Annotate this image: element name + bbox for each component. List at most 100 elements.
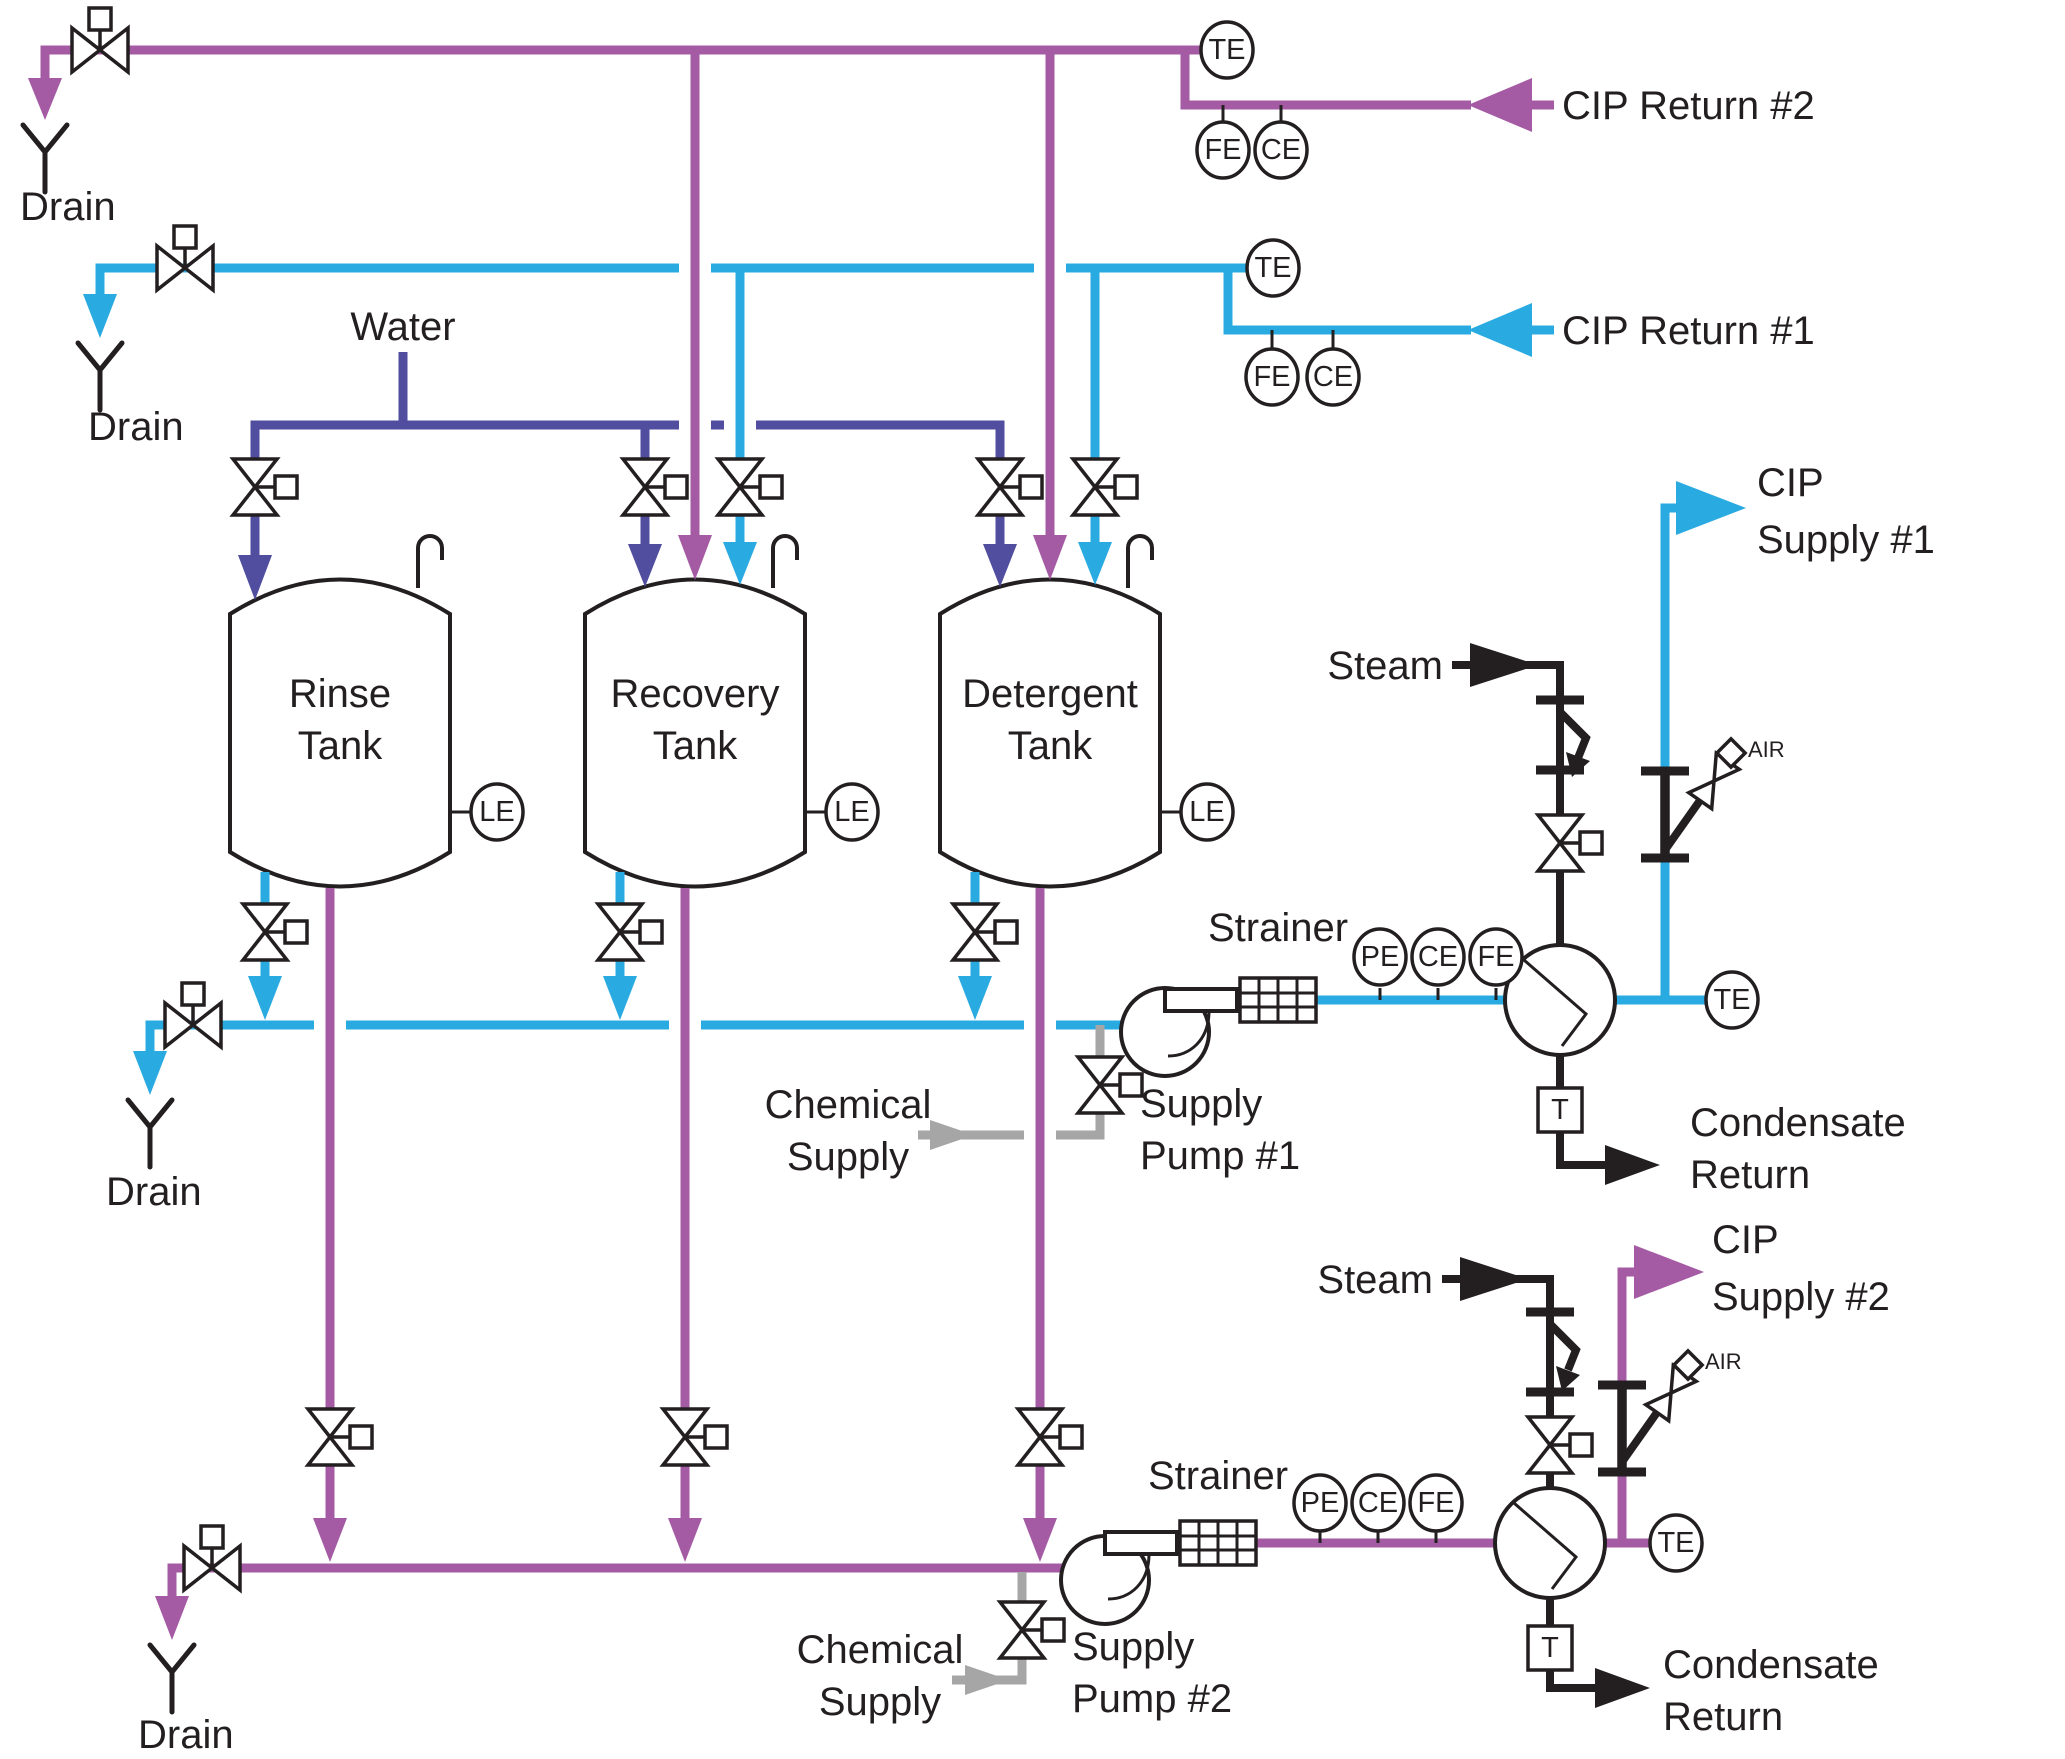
strainer-1-label: Strainer (1208, 906, 1348, 950)
steam2-flange-icon (1526, 1307, 1574, 1317)
suction-manifold-blue (133, 872, 1124, 1095)
rinse-tank-label: Tank (298, 724, 383, 768)
instrument-label: FE (1204, 134, 1241, 166)
chem2-valve-icon (998, 1600, 1066, 1660)
return2-stubs (1221, 105, 1283, 122)
cip-supply1-riser (1660, 503, 1678, 1000)
drain-middle-icon (128, 1100, 172, 1167)
pump-2-label: Supply (1072, 1625, 1194, 1669)
instrument-stubs (450, 105, 1498, 1543)
drain-label: Drain (20, 185, 116, 229)
detergent-outlet-arrow (958, 976, 992, 1020)
return2-drain-arrow (28, 78, 62, 120)
instrument-fe: FE (1195, 120, 1251, 180)
air2-branch (1618, 1408, 1662, 1465)
recovery-tank-label: Tank (653, 724, 738, 768)
rinse-tank-label: Rinse (289, 672, 391, 716)
return2-inflow-arrow (1468, 78, 1532, 132)
instrument-pe: PE (1292, 1473, 1348, 1533)
instrument-label: CE (1261, 134, 1301, 166)
instrument-ce: CE (1253, 120, 1309, 180)
instrument-ce: CE (1410, 927, 1466, 987)
supply1-flange-icon (1641, 766, 1689, 776)
water-valve-rinse-icon (231, 457, 299, 517)
instrument-label: LE (479, 796, 514, 828)
recovery-outlet-arrow (603, 976, 637, 1020)
instrument-le: LE (469, 782, 525, 842)
instrument-fe: FE (1468, 927, 1524, 987)
supply1-flange-icon (1641, 853, 1689, 863)
instrument-fe: FE (1408, 1473, 1464, 1533)
steam-1-label: Steam (1327, 644, 1443, 688)
drain-label: Drain (138, 1713, 234, 1757)
rinse-transfer-valve-icon (306, 1407, 374, 1467)
drain-label: Drain (88, 405, 184, 449)
instrument-label: CE (1313, 361, 1353, 393)
steam2-valve-icon (1526, 1415, 1594, 1475)
instrument-label: LE (834, 796, 869, 828)
strainers (1178, 976, 1318, 1567)
strainer-2-icon (1178, 1519, 1258, 1567)
strainer-1-icon (1238, 976, 1318, 1024)
condensate2-pipe (1546, 1598, 1595, 1692)
pumps (1059, 986, 1239, 1626)
detergent-tank-label: Detergent (962, 672, 1138, 716)
supply2-flange-icon (1598, 1380, 1646, 1390)
return2-arrow-detergent (1033, 535, 1067, 580)
steam2-branch-arrow (1556, 1366, 1580, 1391)
supply-pump-1-discharge (1163, 987, 1239, 1013)
pump-1-label: Supply (1140, 1082, 1262, 1126)
chemical-1-label: Chemical (765, 1083, 932, 1127)
return1-arrow-recovery (723, 542, 757, 585)
recovery-tank-vent-icon (771, 534, 799, 590)
air2-diamond-icon (1671, 1348, 1705, 1382)
suction2-manifold (167, 1563, 1066, 1598)
chem1-valve-icon (1076, 1055, 1144, 1115)
chem1-line-b (1056, 1025, 1105, 1140)
instrument-fe: FE (1244, 347, 1300, 407)
instrument-label: LE (1189, 796, 1224, 828)
steam1-flange-icon (1536, 765, 1584, 775)
instrument-te: TE (1648, 1513, 1704, 1573)
instrument-label: TE (1657, 1527, 1694, 1559)
supply-pump-2-discharge (1103, 1530, 1179, 1556)
condensate1-pipe (1556, 1055, 1605, 1169)
rinse-purple-arrow (313, 1518, 347, 1562)
instrument-le: LE (1179, 782, 1235, 842)
heat-exchangers (1493, 943, 1617, 1600)
return2-main (40, 45, 1201, 78)
condensate2-arrow (1595, 1668, 1650, 1708)
steam2-branch (1547, 1321, 1581, 1372)
recovery-outlet-valve-icon (596, 902, 664, 962)
water-pipes (238, 352, 1017, 600)
supply-pump-2-volute (1107, 1553, 1151, 1601)
return1-arrow-detergent (1078, 542, 1112, 585)
air-2-label: AIR (1705, 1349, 1742, 1374)
instrument-bubbles: TE FE CE TE FE CE LE LE LE PE CE FE TE P… (469, 20, 1760, 1672)
return1-drain-arrow (83, 294, 117, 338)
steam1-valve-icon (1536, 813, 1604, 873)
instrument-te: TE (1704, 970, 1760, 1030)
cip-supply-2-label: CIP (1712, 1218, 1779, 1262)
return1-inflow-arrow (1468, 303, 1532, 357)
return1-stubs (1270, 330, 1335, 349)
steam-condensate-pipes (1442, 643, 1705, 1708)
pump-2-label: Pump #2 (1072, 1677, 1232, 1721)
recovery-tank-label: Recovery (611, 672, 780, 716)
detergent-purple-arrow (1023, 1518, 1057, 1562)
instrument-label: FE (1477, 941, 1514, 973)
chemical-2-label: Supply (819, 1680, 941, 1724)
air-1-label: AIR (1748, 737, 1785, 762)
return2-drain-valve-icon (70, 6, 130, 74)
chemical-1-label: Supply (787, 1135, 909, 1179)
steam1-pipe (1452, 661, 1564, 945)
chem2-arrow (965, 1665, 1009, 1695)
detergent-tank-label: Tank (1008, 724, 1093, 768)
drains (23, 125, 194, 1712)
water-manifold-left (250, 420, 679, 459)
return1-inlet-leg (1223, 268, 1471, 335)
supply-pump-1-volute (1167, 1010, 1211, 1058)
pump-1-label: Pump #1 (1140, 1134, 1300, 1178)
condensate-1-label: Return (1690, 1153, 1810, 1197)
